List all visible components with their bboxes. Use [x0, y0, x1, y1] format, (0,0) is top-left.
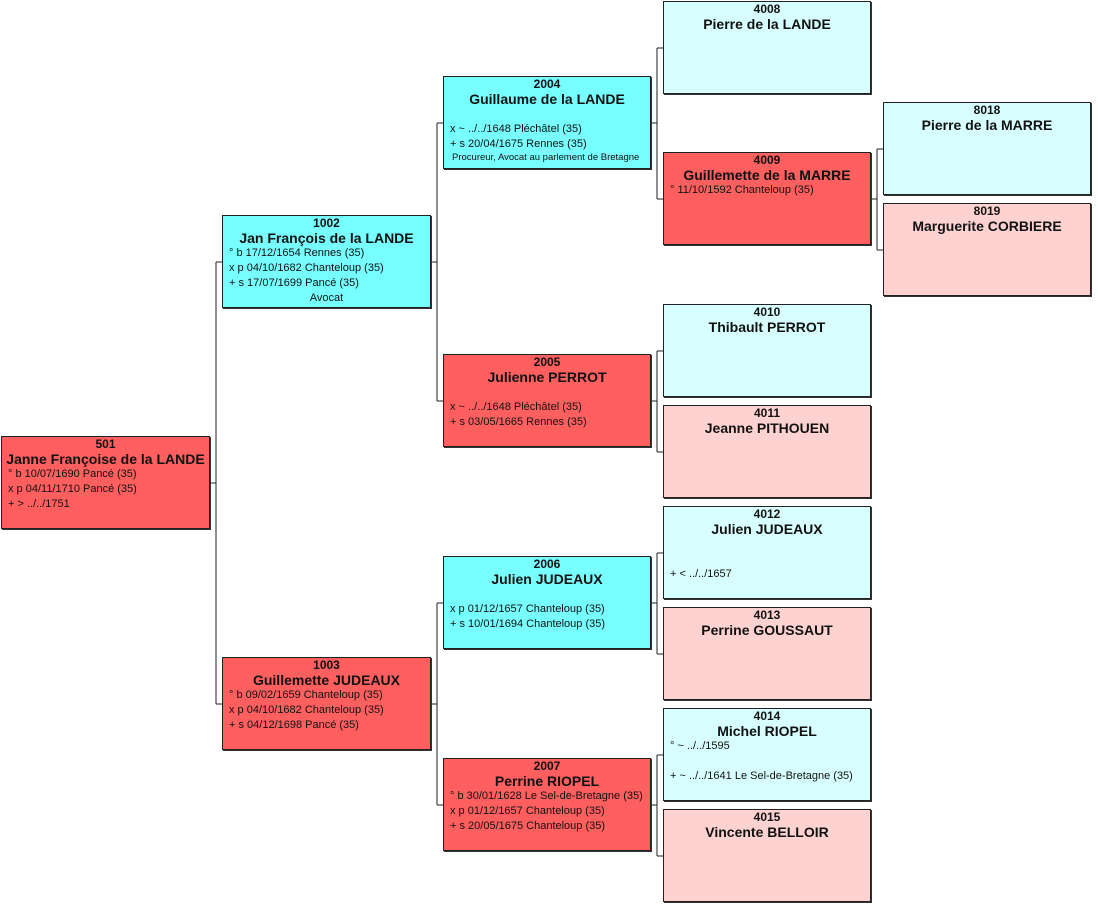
person-name: Janne Françoise de la LANDE: [6, 451, 205, 467]
person-card-1003[interactable]: 1003 Guillemette JUDEAUX ° b 09/02/1659 …: [222, 657, 431, 750]
death-event: + s 04/12/1698 Pancé (35): [229, 719, 359, 731]
marriage-event: x p 04/11/1710 Pancé (35): [8, 483, 137, 495]
marriage-event: x ~ ../../1648 Pléchâtel (35): [450, 401, 582, 413]
sosa-number: 4010: [753, 305, 781, 319]
sosa-number: 2006: [533, 557, 561, 571]
marriage-event: x p 04/10/1682 Chanteloup (35): [229, 704, 384, 716]
person-name: Jan François de la LANDE: [239, 230, 414, 246]
sosa-number: 1002: [313, 216, 340, 230]
marriage-event: x ~ ../../1648 Pléchâtel (35): [450, 123, 582, 135]
person-name: Marguerite CORBIERE: [912, 218, 1062, 234]
marriage-event: x p 01/12/1657 Chanteloup (35): [450, 603, 605, 615]
marriage-event: x p 04/10/1682 Chanteloup (35): [229, 262, 384, 274]
person-card-4013[interactable]: 4013 Perrine GOUSSAUT: [663, 607, 871, 700]
sosa-number: 2007: [533, 759, 561, 773]
sosa-number: 8019: [973, 204, 1001, 218]
person-card-4010[interactable]: 4010 Thibault PERROT: [663, 304, 871, 397]
sosa-number: 4014: [753, 709, 781, 723]
occupation: Procureur, Avocat au parlement de Bretag…: [452, 152, 640, 163]
person-name: Julien JUDEAUX: [711, 521, 823, 537]
person-card-4014[interactable]: 4014 Michel RIOPEL ° ~ ../../1595 + ~ ..…: [663, 708, 871, 801]
person-name: Guillemette de la MARRE: [683, 167, 851, 183]
sosa-number: 2005: [533, 355, 561, 369]
person-card-2005[interactable]: 2005 Julienne PERROT x ~ ../../1648 Pléc…: [443, 354, 651, 447]
sosa-number: 8018: [973, 103, 1001, 117]
birth-event: ° b 30/01/1628 Le Sel-de-Bretagne (35): [450, 790, 643, 802]
person-card-2007[interactable]: 2007 Perrine RIOPEL ° b 30/01/1628 Le Se…: [443, 758, 651, 851]
person-name: Vincente BELLOIR: [705, 824, 829, 840]
person-card-4011[interactable]: 4011 Jeanne PITHOUEN: [663, 405, 871, 498]
sosa-number: 4015: [753, 810, 781, 824]
person-name: Perrine GOUSSAUT: [701, 622, 833, 638]
death-event: + s 20/04/1675 Rennes (35): [450, 138, 587, 150]
person-card-4015[interactable]: 4015 Vincente BELLOIR: [663, 809, 871, 902]
death-event: + > ../../1751: [8, 498, 70, 510]
person-name: Jeanne PITHOUEN: [704, 420, 830, 436]
death-event: + < ../../1657: [670, 568, 732, 580]
death-event: + s 10/01/1694 Chanteloup (35): [450, 618, 606, 630]
person-name: Julien JUDEAUX: [491, 571, 603, 587]
person-name: Julienne PERROT: [487, 369, 607, 385]
person-name: Michel RIOPEL: [717, 723, 817, 739]
death-event: + s 03/05/1665 Rennes (35): [450, 416, 587, 428]
person-name: Guillemette JUDEAUX: [252, 672, 401, 688]
person-card-1002[interactable]: 1002 Jan François de la LANDE ° b 17/12/…: [222, 215, 431, 308]
person-card-8018[interactable]: 8018 Pierre de la MARRE: [883, 102, 1091, 195]
person-card-4012[interactable]: 4012 Julien JUDEAUX + < ../../1657: [663, 506, 871, 599]
death-event: + s 17/07/1699 Pancé (35): [229, 277, 359, 289]
person-name: Pierre de la MARRE: [921, 117, 1053, 133]
sosa-number: 4012: [753, 507, 781, 521]
marriage-event: x p 01/12/1657 Chanteloup (35): [450, 805, 605, 817]
person-card-2006[interactable]: 2006 Julien JUDEAUX x p 01/12/1657 Chant…: [443, 556, 651, 649]
person-name: Guillaume de la LANDE: [469, 91, 625, 107]
sosa-number: 501: [95, 437, 116, 451]
person-name: Pierre de la LANDE: [703, 16, 831, 32]
occupation: Avocat: [309, 292, 344, 304]
birth-event: ° 11/10/1592 Chanteloup (35): [670, 184, 814, 196]
person-card-501[interactable]: 501 Janne Françoise de la LANDE ° b 10/0…: [1, 436, 210, 529]
sosa-number: 4011: [753, 406, 781, 420]
sosa-number: 4008: [753, 2, 781, 16]
person-card-4009[interactable]: 4009 Guillemette de la MARRE ° 11/10/159…: [663, 152, 871, 245]
death-event: + s 20/05/1675 Chanteloup (35): [450, 820, 606, 832]
birth-event: ° b 10/07/1690 Pancé (35): [8, 468, 137, 480]
person-card-4008[interactable]: 4008 Pierre de la LANDE: [663, 1, 871, 94]
sosa-number: 4009: [753, 153, 781, 167]
person-card-8019[interactable]: 8019 Marguerite CORBIERE: [883, 203, 1091, 296]
birth-event: ° b 17/12/1654 Rennes (35): [229, 247, 365, 259]
sosa-number: 2004: [533, 77, 561, 91]
person-name: Perrine RIOPEL: [494, 773, 600, 789]
birth-event: ° ~ ../../1595: [670, 740, 730, 752]
person-name: Thibault PERROT: [708, 319, 826, 335]
person-card-2004[interactable]: 2004 Guillaume de la LANDE x ~ ../../164…: [443, 76, 651, 169]
death-event: + ~ ../../1641 Le Sel-de-Bretagne (35): [670, 770, 853, 782]
sosa-number: 4013: [753, 608, 781, 622]
sosa-number: 1003: [313, 658, 340, 672]
birth-event: ° b 09/02/1659 Chanteloup (35): [229, 689, 383, 701]
